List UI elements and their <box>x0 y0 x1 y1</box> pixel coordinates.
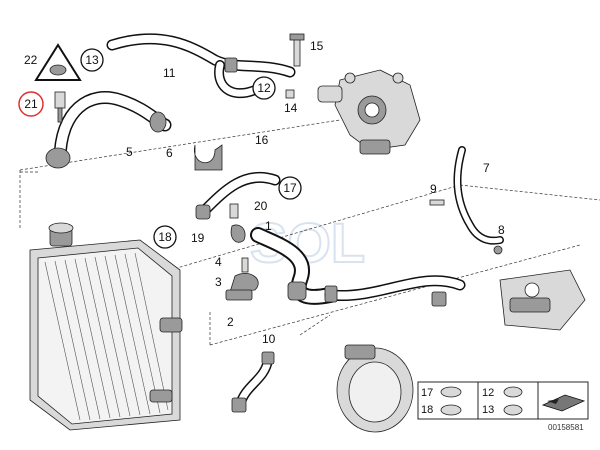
reference-number: 00158581 <box>548 423 584 432</box>
label-4: 4 <box>215 255 222 269</box>
clamp-icon <box>503 386 523 416</box>
label-12: 12 <box>252 76 276 100</box>
label-2: 2 <box>227 315 234 329</box>
leader-lines <box>19 119 600 346</box>
legend-b-top: 12 <box>482 387 494 399</box>
svg-text:17: 17 <box>283 181 297 195</box>
label-3: 3 <box>215 275 222 289</box>
fan-shroud <box>336 344 414 433</box>
water-pump <box>499 269 586 331</box>
hose-10 <box>231 351 275 413</box>
label-22: 22 <box>24 53 38 67</box>
label-11: 11 <box>163 66 176 80</box>
label-16: 16 <box>255 133 269 147</box>
label-5: 5 <box>126 145 133 159</box>
hose-5 <box>45 91 172 169</box>
small-parts <box>54 33 503 301</box>
label-8: 8 <box>498 223 505 237</box>
clamp-legend: 17 18 12 13 <box>417 381 589 420</box>
svg-text:21: 21 <box>24 97 38 111</box>
hose-11 <box>106 33 296 99</box>
hose-1 <box>250 227 466 307</box>
thermostat-housing <box>317 69 421 155</box>
label-1: 1 <box>265 219 272 233</box>
label-13: 13 <box>80 48 104 72</box>
label-14: 14 <box>284 101 298 115</box>
label-17: 17 <box>278 176 302 200</box>
hose-7 <box>453 146 504 245</box>
label-18: 18 <box>153 225 177 249</box>
label-10: 10 <box>262 332 276 346</box>
warning-triangle-icon <box>34 43 82 81</box>
radiator <box>29 222 183 431</box>
label-6: 6 <box>166 146 173 160</box>
svg-text:18: 18 <box>158 230 172 244</box>
clamp-icon <box>440 386 462 416</box>
label-7: 7 <box>483 161 490 175</box>
label-9: 9 <box>430 182 437 196</box>
arrow-icon <box>541 394 586 412</box>
legend-b-bottom: 13 <box>482 404 494 416</box>
legend-a-top: 17 <box>421 387 433 399</box>
label-21-highlighted: 21 <box>18 91 44 117</box>
label-19: 19 <box>191 231 205 245</box>
svg-text:13: 13 <box>85 53 99 67</box>
label-15: 15 <box>310 39 324 53</box>
legend-a-bottom: 18 <box>421 404 433 416</box>
label-20: 20 <box>254 199 268 213</box>
svg-text:12: 12 <box>257 81 271 95</box>
hose-16 <box>195 171 281 220</box>
